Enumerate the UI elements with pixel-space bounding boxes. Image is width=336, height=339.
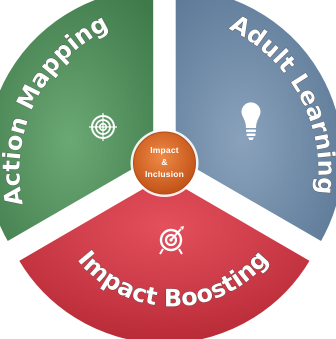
segment-impact-boosting bbox=[15, 173, 314, 339]
center-line-ampersand: & bbox=[161, 157, 167, 167]
lightbulb-icon bbox=[241, 102, 261, 140]
center-line-impact: Impact bbox=[150, 145, 179, 155]
center-hub: Impact & Inclusion bbox=[130, 129, 199, 197]
center-line-inclusion: Inclusion bbox=[145, 169, 184, 179]
bullseye-arrow-icon bbox=[159, 226, 184, 255]
target-icon bbox=[89, 113, 117, 141]
segment-action-mapping bbox=[0, 0, 157, 246]
